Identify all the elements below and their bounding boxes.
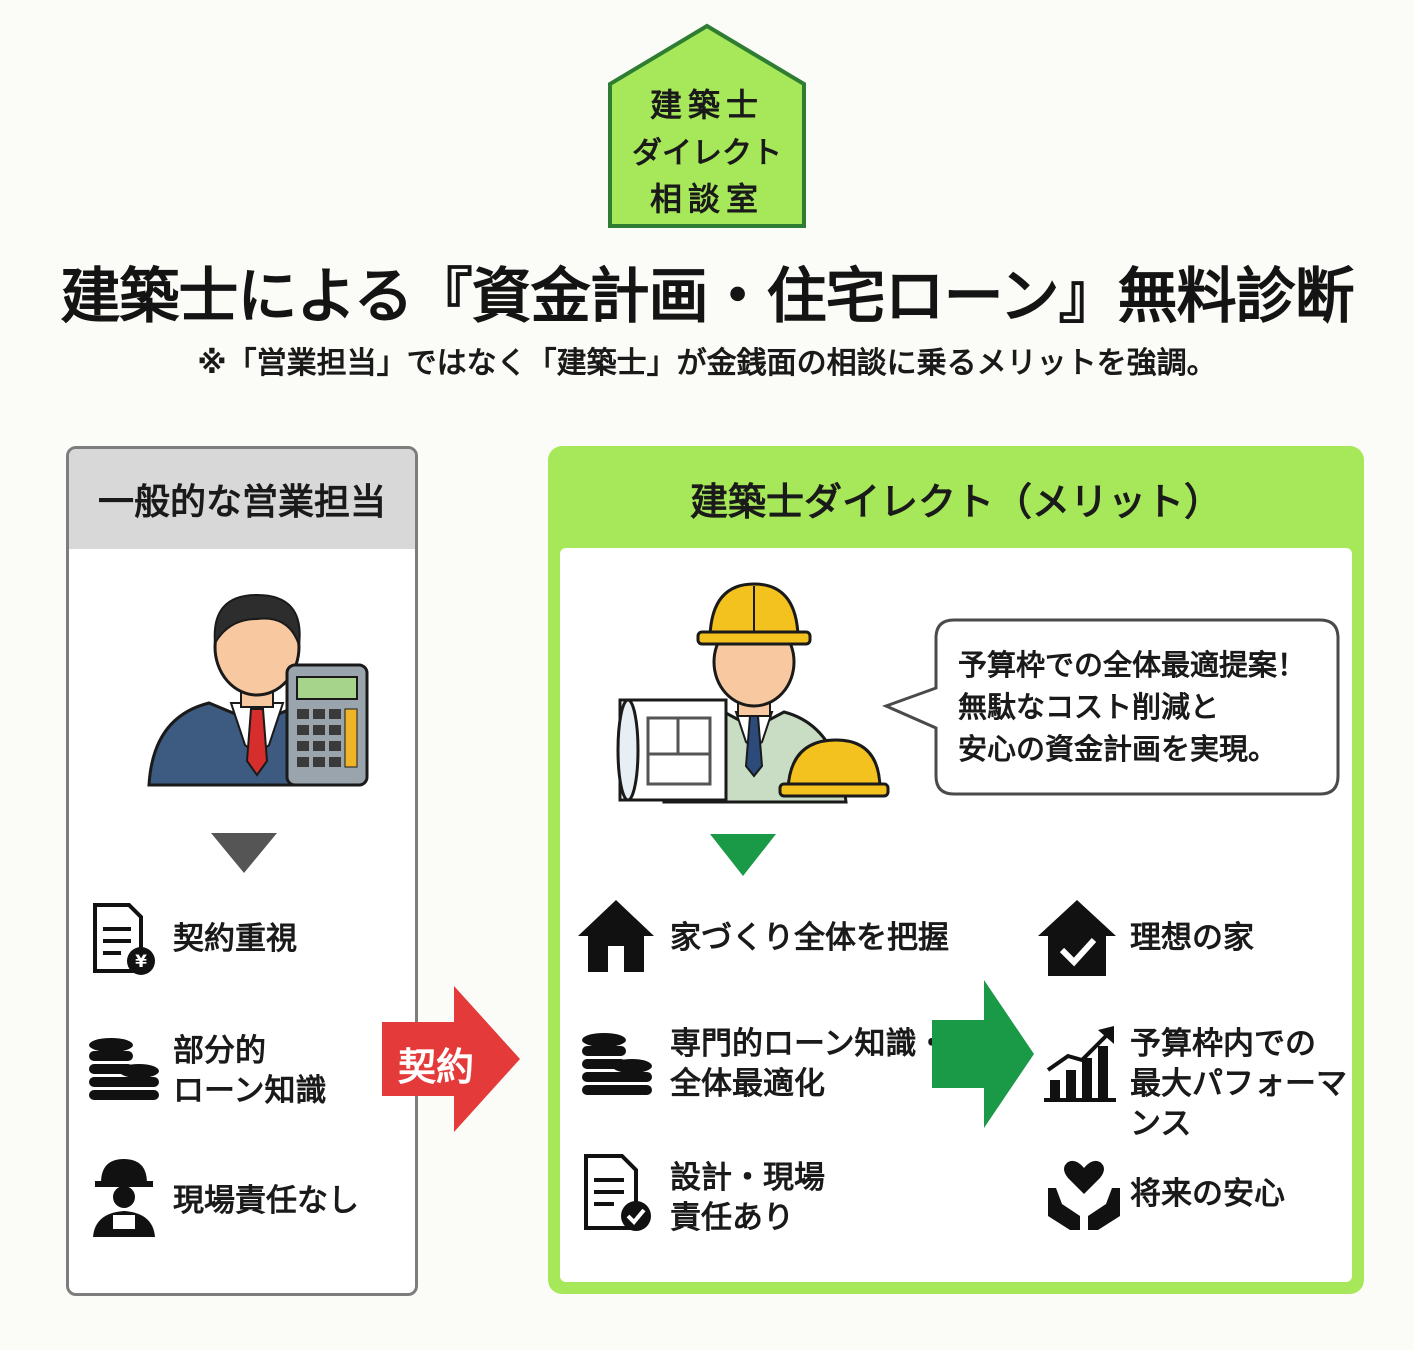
down-arrow-icon	[211, 833, 277, 873]
result-label-1: 理想の家	[1130, 920, 1254, 956]
left-item-label-2: 部分的 ローン知識	[173, 1033, 327, 1109]
house-check-icon	[1038, 900, 1116, 976]
right-item-label-2: 専門的ローン知識・ 全体最適化	[670, 1026, 948, 1102]
svg-text:¥: ¥	[135, 952, 147, 972]
house-icon	[578, 900, 654, 972]
coins-stack-icon	[582, 1033, 652, 1095]
logo: 建築士 ダイレクト 相談室	[606, 22, 808, 232]
architect-direct-panel: 建築士ダイレクト（メリット）	[548, 446, 1364, 1294]
result-label-2: 予算枠内での 最大パフォーマンス	[1130, 1026, 1347, 1142]
left-item-label-3: 現場責任なし	[173, 1183, 359, 1219]
speech-bubble-text: 予算枠での全体最適提案！ 無駄なコスト削減と 安心の資金計画を実現。	[958, 648, 1307, 766]
right-item-label-3: 設計・現場 責任あり	[670, 1160, 825, 1236]
logo-line-1: 建築士	[649, 86, 764, 124]
result-label-3: 将来の安心	[1130, 1176, 1285, 1212]
architect-direct-header: 建築士ダイレクト（メリット）	[689, 479, 1222, 524]
architect-illustration	[616, 582, 890, 804]
sales-rep-header: 一般的な営業担当	[69, 449, 415, 549]
sales-rep-panel: 一般的な営業担当 ¥ 契約重視	[66, 446, 418, 1296]
contract-arrow-label: 契約	[398, 1045, 475, 1089]
page-title: 建築士による『資金計画・住宅ローン』無料診断	[60, 262, 1354, 332]
logo-line-3: 相談室	[649, 180, 764, 218]
logo-house-shape	[608, 23, 806, 228]
architect-direct-content: 予算枠での全体最適提案！ 無駄なコスト削減と 安心の資金計画を実現。 家づくり全…	[560, 548, 1352, 1282]
document-check-icon	[584, 1154, 651, 1231]
speech-bubble	[881, 618, 1340, 796]
invoice-yen-icon: ¥	[93, 903, 155, 975]
logo-line-2: ダイレクト	[632, 136, 782, 171]
contract-arrow	[382, 986, 520, 1132]
page-subtitle: ※「営業担当」ではなく「建築士」が金銭面の相談に乗るメリットを強調。	[197, 346, 1217, 381]
growth-chart-icon	[1044, 1026, 1116, 1102]
salesperson-illustration	[147, 593, 369, 787]
coins-stack-icon	[89, 1038, 159, 1100]
hands-heart-icon	[1048, 1160, 1120, 1230]
worker-icon	[93, 1159, 155, 1237]
right-item-label-1: 家づくり全体を把握	[670, 920, 949, 956]
left-item-label-1: 契約重視	[173, 921, 297, 957]
down-arrow-icon	[710, 834, 776, 876]
result-arrow	[932, 980, 1034, 1128]
